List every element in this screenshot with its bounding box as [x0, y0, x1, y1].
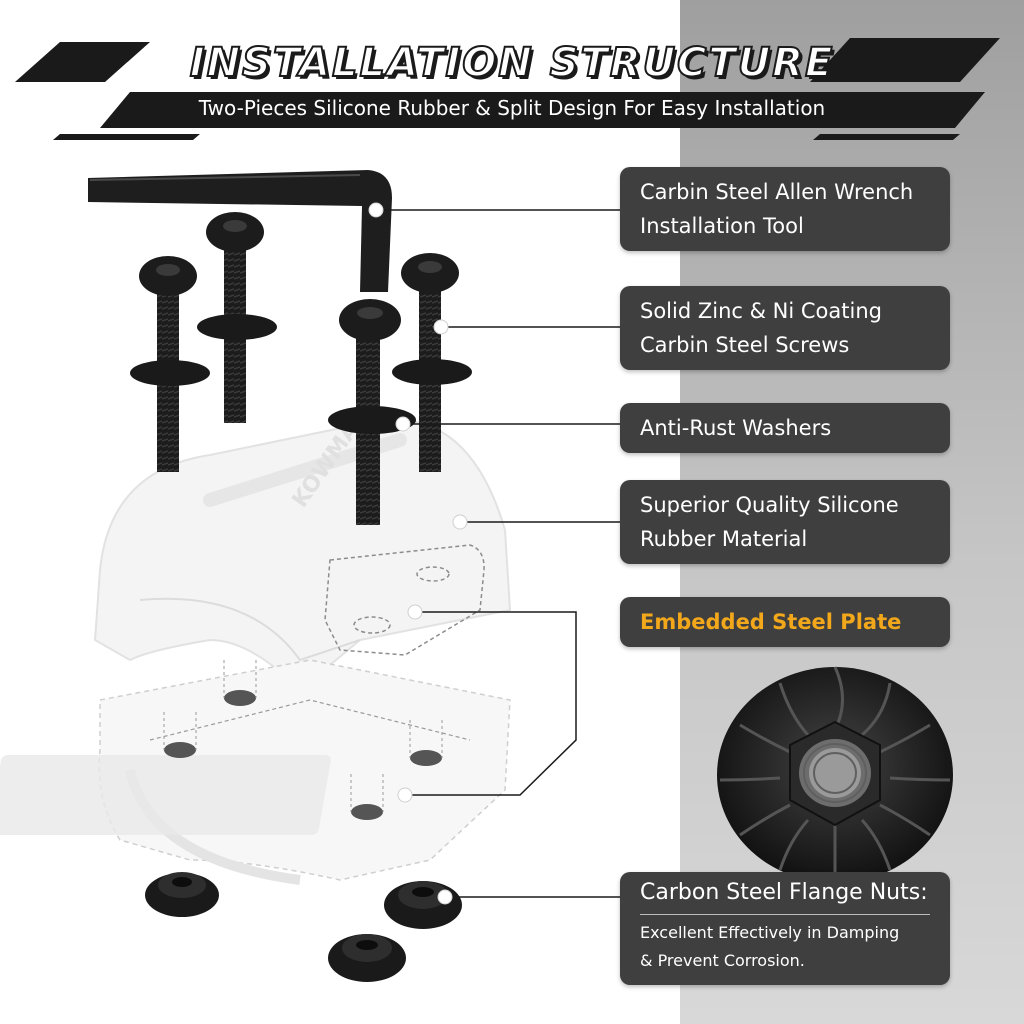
callout-allen-wrench-line2: Installation Tool: [640, 214, 804, 238]
page-subtitle: Two-Pieces Silicone Rubber & Split Desig…: [198, 96, 826, 120]
callout-washers-line1: Anti-Rust Washers: [640, 416, 832, 440]
subtitle-bar: [100, 92, 910, 128]
leader-lines: [377, 209, 622, 898]
stripe-left-top: [15, 42, 150, 82]
callout-allen-wrench-line1: Carbin Steel Allen Wrench: [640, 180, 914, 204]
callout-silicone-line2: Rubber Material: [640, 527, 808, 551]
callout-flange-nuts-desc1: Excellent Effectively in Damping: [640, 923, 900, 942]
callout-silicone-line1: Superior Quality Silicone: [640, 493, 899, 517]
silicone-upper-block: [93, 418, 512, 692]
callout-flange-nuts: Carbon Steel Flange Nuts: Excellent Effe…: [620, 872, 950, 985]
callout-screws: Solid Zinc & Ni Coating Carbin Steel Scr…: [620, 286, 950, 370]
callout-steel-plate-line1: Embedded Steel Plate: [640, 610, 902, 634]
flange-nut-large: [717, 666, 953, 884]
flange-nut-small-2: [384, 881, 462, 929]
callout-flange-nuts-title: Carbon Steel Flange Nuts:: [640, 878, 930, 915]
header-banner: [15, 38, 1000, 140]
upper-steel-plate: [324, 544, 485, 656]
leader-steel-plate: [405, 611, 577, 796]
screw-2: [197, 212, 277, 423]
page-title: INSTALLATION STRUCTURE: [189, 39, 835, 87]
callout-screws-line2: Carbin Steel Screws: [640, 333, 850, 357]
callout-silicone: Superior Quality Silicone Rubber Materia…: [620, 480, 950, 564]
stripe-right-top: [810, 38, 1000, 82]
flange-nut-small-3: [328, 934, 406, 982]
flange-nut-small-1: [145, 872, 219, 917]
callout-screws-line1: Solid Zinc & Ni Coating: [640, 299, 882, 323]
callout-flange-nuts-desc2: & Prevent Corrosion.: [640, 951, 805, 970]
stripe-right-bottom: [875, 92, 985, 128]
leader-dots: [368, 202, 468, 905]
screw-1: [130, 256, 210, 472]
allen-wrench: [88, 170, 392, 292]
screw-3: [328, 299, 416, 525]
callout-washers: Anti-Rust Washers: [620, 403, 950, 453]
stripe-right-thin: [813, 134, 960, 140]
callout-steel-plate: Embedded Steel Plate: [620, 597, 950, 647]
stripe-left-bottom: [53, 134, 200, 140]
callout-allen-wrench: Carbin Steel Allen Wrench Installation T…: [620, 167, 950, 251]
silicone-lower-block: [0, 659, 511, 885]
